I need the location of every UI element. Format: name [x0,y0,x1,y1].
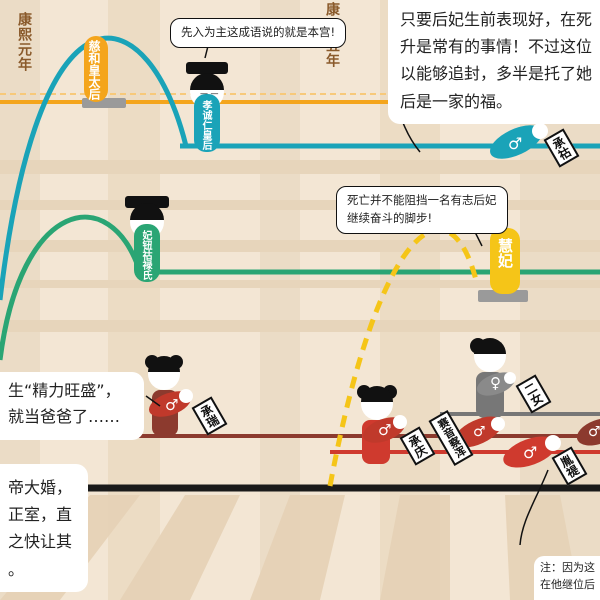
male-symbol-icon: ♂ [523,443,538,462]
male-symbol-icon: ♂ [378,421,392,439]
female-symbol-icon: ♀ [490,374,501,392]
label-huifei: 慧妃 [496,238,514,268]
year-label-right-top: 康 [324,2,340,17]
child-token-teal [490,123,548,159]
svg-text:— —: — — [200,89,219,98]
panel-left-middle: 生“精力旺盛”， 就当爸爸了…… [0,372,144,440]
figure-mother-center [357,385,407,464]
panel-top-right: 只要后妃生前表现好，在死 升是常有的事情！不过这位 以能够追封，多半是托了她 后… [388,0,600,124]
male-symbol-icon: ♂ [588,424,600,440]
figure-huifei [490,228,520,294]
figure-mother-left [145,355,193,436]
label-niuhulu: 妃钮祜禄氏 [140,230,151,280]
bubble-death-note: 死亡并不能阻挡一名有志后妃 继续奋斗的脚步! [336,186,508,234]
figure-mother-right [470,338,516,418]
panel-bottom-note: 注：因为这 在他继位后 [534,556,600,600]
male-symbol-icon: ♂ [508,134,523,153]
label-cixi: 慈和皇太后 [87,40,101,100]
male-symbol-icon: ♂ [473,424,486,440]
year-label-left: 康熙元年 [16,12,32,72]
child-token-edge [576,418,600,446]
panel-left-bottom: 帝大婚， 正室，直 之快让其 。 [0,464,88,592]
figure-queen: — — [186,62,228,152]
bubble-queen: 先入为主这成语说的就是本宫! [170,18,347,48]
figure-niuhulu [125,196,169,282]
child-token-hu [503,435,561,468]
male-symbol-icon: ♂ [165,396,179,414]
figure-cixi [84,36,108,102]
child-token-saiyin [453,416,505,448]
label-queen: 孝诚仁皇后 [200,100,211,150]
